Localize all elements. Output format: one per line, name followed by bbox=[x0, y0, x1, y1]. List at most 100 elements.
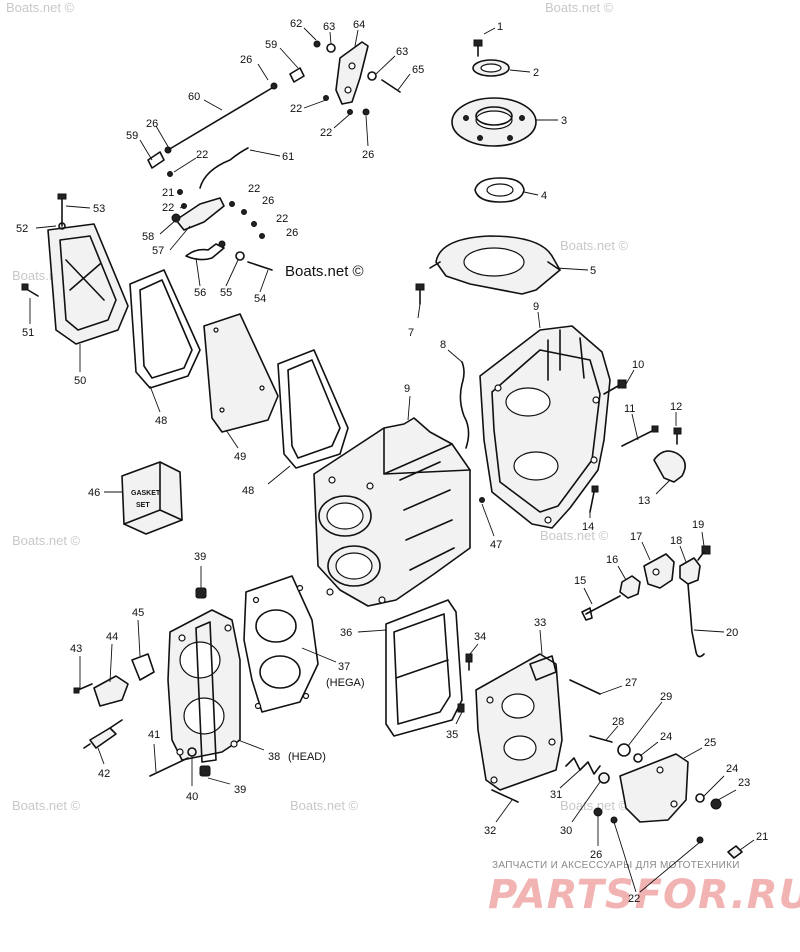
bolt-part-15 bbox=[585, 595, 621, 615]
callout-51: 51 bbox=[22, 327, 34, 339]
gasket-part-4 bbox=[474, 177, 525, 203]
callout-43: 43 bbox=[70, 643, 82, 655]
watermark-site: Boats.net © bbox=[560, 238, 629, 253]
callout-26: 26 bbox=[590, 849, 602, 861]
link-part-20 bbox=[687, 583, 705, 658]
callout-60: 60 bbox=[188, 91, 200, 103]
part-group-exhaust-cover: 33 34 35 27 28 29 24 25 24 23 21 31 30 3… bbox=[446, 617, 768, 905]
callout-52: 52 bbox=[16, 223, 28, 235]
callout-5: 5 bbox=[590, 265, 596, 277]
callout-26: 26 bbox=[240, 54, 252, 66]
callout-57: 57 bbox=[152, 245, 164, 257]
gasket-part-45 bbox=[131, 653, 155, 681]
callout-36: 36 bbox=[340, 627, 352, 639]
callout-29: 29 bbox=[660, 691, 672, 703]
cover-part-33 bbox=[475, 653, 563, 791]
callout-22: 22 bbox=[290, 103, 302, 115]
callout-22: 22 bbox=[162, 202, 174, 214]
gasket-set-label: GASKET bbox=[131, 490, 161, 497]
callout-61: 61 bbox=[282, 151, 294, 163]
block-part-18 bbox=[679, 557, 701, 585]
note-head: (HEAD) bbox=[288, 751, 326, 763]
watermark-site: Boats.net © bbox=[12, 533, 81, 548]
callout-3: 3 bbox=[561, 115, 567, 127]
bushing-part-16 bbox=[619, 575, 641, 599]
callout-33: 33 bbox=[534, 617, 546, 629]
washer-part-29 bbox=[617, 743, 631, 757]
bolt-part-27 bbox=[569, 679, 601, 695]
callout-31: 31 bbox=[550, 789, 562, 801]
hose-part-8 bbox=[459, 361, 470, 449]
callout-20: 20 bbox=[726, 627, 738, 639]
watermark-site: Boats.net © bbox=[290, 798, 359, 813]
crankcase-half-part-9 bbox=[479, 325, 611, 529]
gasket-part-48 bbox=[277, 349, 349, 469]
callout-12: 12 bbox=[670, 401, 682, 413]
callout-19: 19 bbox=[692, 519, 704, 531]
part-group-crankcase: 7 8 9 9 10 11 12 13 14 47 bbox=[313, 283, 686, 607]
callout-4: 4 bbox=[541, 190, 547, 202]
callout-48: 48 bbox=[242, 485, 254, 497]
plate-part-56 bbox=[185, 243, 225, 261]
valve-part-30 bbox=[598, 772, 610, 784]
callout-26: 26 bbox=[262, 195, 274, 207]
callout-65: 65 bbox=[412, 64, 424, 76]
callout-32: 32 bbox=[484, 825, 496, 837]
callout-49: 49 bbox=[234, 451, 246, 463]
watermark-site: Boats.net © bbox=[12, 798, 81, 813]
rod-part-60 bbox=[167, 87, 273, 151]
callout-21: 21 bbox=[162, 187, 174, 199]
callout-2: 2 bbox=[533, 67, 539, 79]
callout-10: 10 bbox=[632, 359, 644, 371]
callout-24: 24 bbox=[726, 763, 738, 775]
stud-part-28 bbox=[589, 735, 613, 743]
spring-part-31 bbox=[565, 757, 601, 775]
callout-1: 1 bbox=[497, 21, 503, 33]
bolt-part-41 bbox=[149, 757, 189, 777]
callout-15: 15 bbox=[574, 575, 586, 587]
callout-35: 35 bbox=[446, 729, 458, 741]
callout-22: 22 bbox=[320, 127, 332, 139]
callout-54: 54 bbox=[254, 293, 266, 305]
callout-11: 11 bbox=[624, 403, 635, 415]
callout-55: 55 bbox=[220, 287, 232, 299]
callout-64: 64 bbox=[353, 19, 365, 31]
spark-plug-part-42 bbox=[89, 727, 117, 749]
callout-18: 18 bbox=[670, 535, 682, 547]
callout-30: 30 bbox=[560, 825, 572, 837]
callout-23: 23 bbox=[738, 777, 750, 789]
callout-63: 63 bbox=[396, 46, 408, 58]
watermark-site-dark: Boats.net © bbox=[285, 263, 364, 280]
callout-13: 13 bbox=[638, 495, 650, 507]
plate-part-49 bbox=[203, 313, 279, 433]
callout-25: 25 bbox=[704, 737, 716, 749]
screw-part-1 bbox=[473, 39, 483, 47]
callout-50: 50 bbox=[74, 375, 86, 387]
gasket-part-48 bbox=[129, 269, 201, 389]
bracket-part-64 bbox=[335, 41, 369, 105]
callout-58: 58 bbox=[142, 231, 154, 243]
wire-part-61 bbox=[199, 147, 249, 189]
link-part-59 bbox=[289, 67, 305, 83]
bracket-part-25 bbox=[619, 753, 689, 823]
callout-59: 59 bbox=[126, 130, 138, 142]
callout-40: 40 bbox=[186, 791, 198, 803]
clamp-part-13 bbox=[653, 450, 686, 483]
cylinder-head-part-38 bbox=[167, 609, 241, 761]
callout-48: 48 bbox=[155, 415, 167, 427]
callout-37: 37 bbox=[338, 661, 350, 673]
shop-tagline: ЗАПЧАСТИ И АКСЕССУАРЫ ДЛЯ МОТОТЕХНИКИ bbox=[492, 860, 740, 871]
callout-26: 26 bbox=[362, 149, 374, 161]
gasket-part-37 bbox=[243, 575, 319, 713]
gasket-set-label: SET bbox=[136, 502, 150, 509]
callout-39: 39 bbox=[234, 784, 246, 796]
callout-26: 26 bbox=[146, 118, 158, 130]
callout-16: 16 bbox=[606, 554, 618, 566]
lever-part-57 bbox=[175, 197, 225, 231]
callout-38: 38 bbox=[268, 751, 280, 763]
part-group-bearing-housing: 1 2 3 4 5 bbox=[429, 21, 596, 295]
watermark-site: Boats.net © bbox=[560, 798, 629, 813]
callout-7: 7 bbox=[408, 327, 414, 339]
callout-34: 34 bbox=[474, 631, 486, 643]
